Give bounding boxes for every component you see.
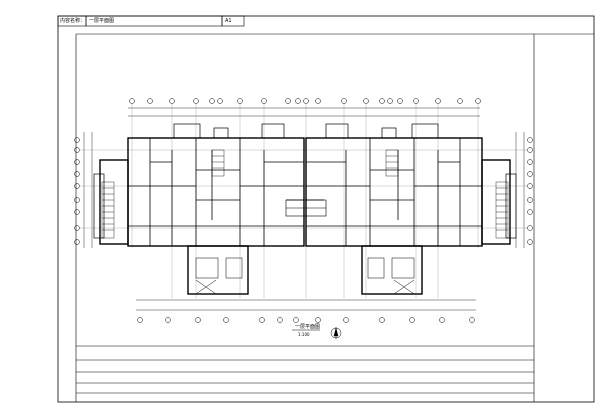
header-strip xyxy=(57,15,245,27)
north-arrow-icon xyxy=(330,327,342,339)
title-block xyxy=(76,345,534,394)
stair-left xyxy=(101,181,115,239)
stair-core-right xyxy=(385,149,399,177)
entrance-left xyxy=(195,257,243,295)
stair-core-left xyxy=(211,149,225,177)
right-axis-bubbles xyxy=(527,137,533,245)
balconies xyxy=(93,123,517,239)
interior-walls-right xyxy=(306,138,482,246)
plan-caption: 一层平面图 xyxy=(295,324,321,330)
sheet-code: A1 xyxy=(225,18,232,24)
plan-scale: 1:100 xyxy=(298,332,310,337)
title-column xyxy=(75,33,594,402)
interior-walls-left xyxy=(128,138,304,246)
stair-right xyxy=(495,181,509,239)
drawing-name: 一层平面图 xyxy=(89,18,115,24)
bottom-axis-bubbles xyxy=(137,317,475,323)
centre-entry xyxy=(285,199,327,217)
floor-plan xyxy=(74,98,533,323)
left-axis-bubbles xyxy=(74,137,80,245)
entrance-right xyxy=(367,257,415,295)
header-field-label: 内容名称： xyxy=(60,18,86,24)
top-axis-bubbles xyxy=(129,98,481,104)
outer-frame xyxy=(57,15,595,403)
